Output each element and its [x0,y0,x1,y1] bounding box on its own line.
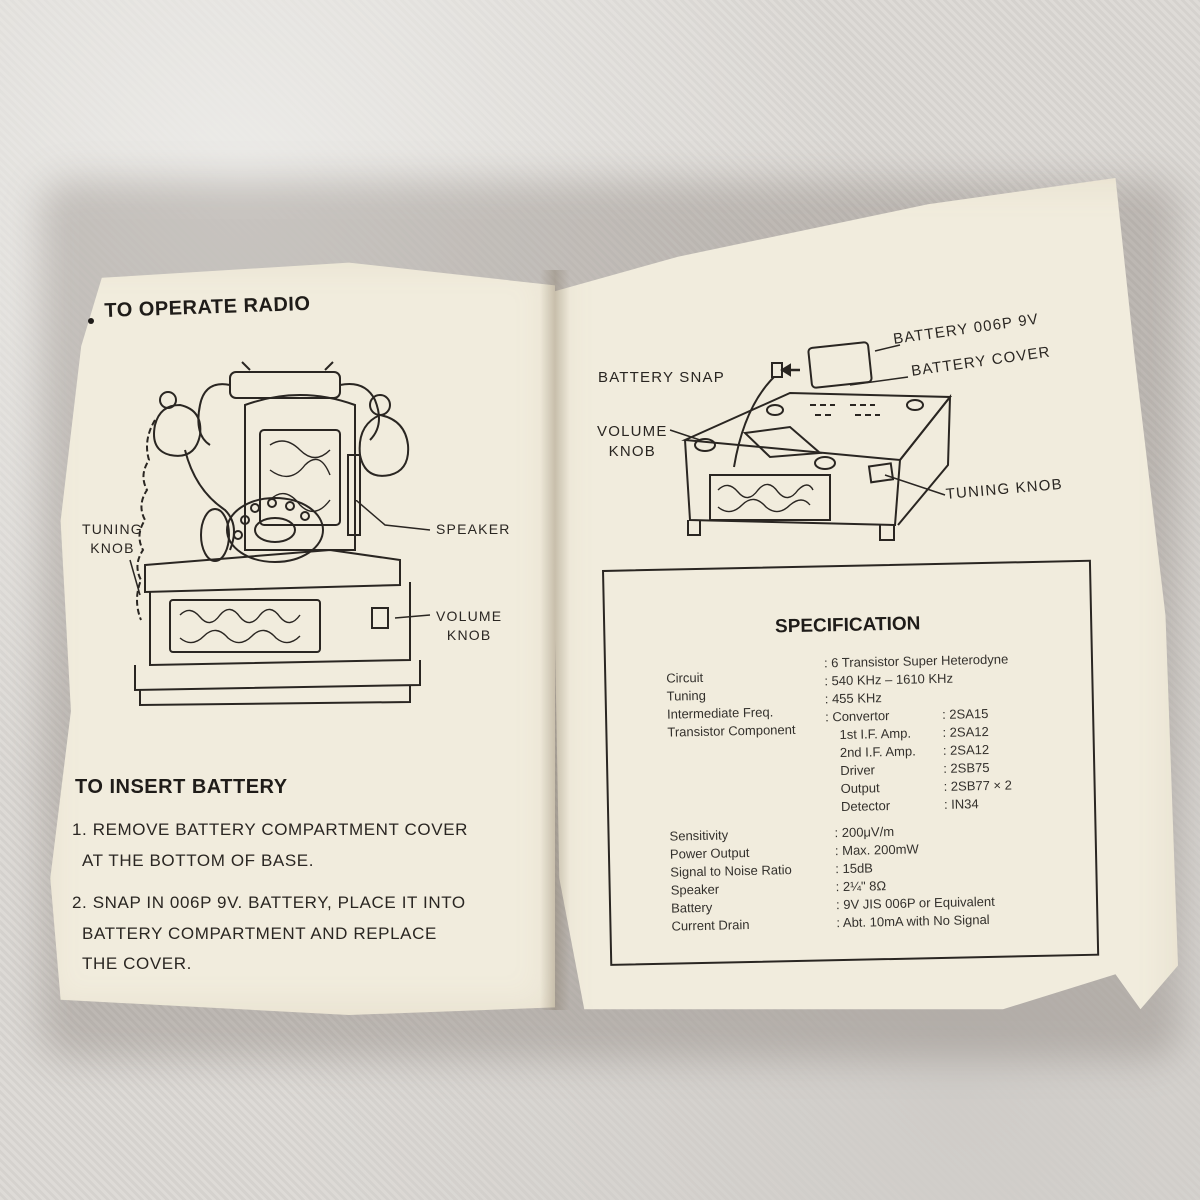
step-line: BATTERY COMPARTMENT AND REPLACE [82,923,437,943]
spec-key: Battery [670,899,713,916]
left-page [50,262,555,1015]
spec-value: : 540 KHz – 1610 KHz [824,670,954,689]
component-name: Detector [840,798,891,815]
label-line: KNOB [446,626,492,643]
label-line: VOLUME [436,608,503,624]
step-line: 1. REMOVE BATTERY COMPARTMENT COVER [72,820,469,839]
step-line: THE COVER. [82,954,192,974]
component-part: : 2SB75 [943,759,990,776]
step-line: AT THE BOTTOM OF BASE. [82,850,315,870]
spec-key: Sensitivity [669,827,729,844]
battery-step-1: 1. REMOVE BATTERY COMPARTMENT COVER AT T… [72,815,468,876]
telephone-radio-illustration [134,361,421,707]
component-part: : 2SA12 [942,741,990,758]
step-line: 2. SNAP IN 006P 9V. BATTERY, PLACE IT IN… [72,893,466,912]
booklet-spine [540,270,570,1010]
spec-key: Current Drain [671,916,750,934]
label-volume-knob-left: VOLUME KNOB [436,607,502,645]
spec-key: Power Output [669,844,750,862]
component-part: : 2SB77 × 2 [943,777,1013,794]
label-line: VOLUME [597,423,668,440]
spec-value: : 6 Transistor Super Heterodyne [823,651,1009,671]
label-speaker: SPEAKER [436,521,511,537]
radio-base-illustration [669,341,953,541]
battery-step-2: 2. SNAP IN 006P 9V. BATTERY, PLACE IT IN… [72,888,466,980]
spec-value: : Max. 200mW [834,841,919,859]
bullet-dot [88,318,94,324]
spec-value: : Abt. 10mA with No Signal [836,911,990,931]
spec-key: Signal to Noise Ratio [670,862,792,880]
spec-key: Circuit [666,669,704,686]
spec-key: Transistor Component [667,721,796,740]
spec-value: : 9V JIS 006P or Equivalent [835,893,995,913]
component-name: 2nd I.F. Amp. [839,743,916,761]
spec-value: : 2¼" 8Ω [835,878,887,895]
label-line: TUNING [82,521,143,537]
right-page [553,178,1178,1010]
label-tuning-knob-left: TUNING KNOB [82,520,143,558]
component-name: Driver [840,762,876,779]
component-part: : 2SA15 [941,705,989,722]
spec-value: : 455 KHz [824,690,882,707]
spec-value: : 15dB [835,860,874,877]
spec-key: Tuning [666,687,707,704]
component-part: : 2SA12 [942,723,989,740]
spec-value: : 200μV/m [834,823,895,841]
label-line: KNOB [90,539,135,556]
spec-value: : Convertor [824,708,890,725]
component-part: : IN34 [943,796,979,812]
spec-key: Intermediate Freq. [666,704,774,722]
heading-insert-battery: TO INSERT BATTERY [75,776,288,798]
component-name: Output [840,780,880,797]
component-name: 1st I.F. Amp. [839,725,912,743]
label-line: KNOB [608,443,656,461]
spec-title: SPECIFICATION [774,613,921,638]
label-battery-snap: BATTERY SNAP [598,369,725,386]
specification-box: SPECIFICATION Circuit : 6 Transistor Sup… [602,559,1100,966]
left-leader-lines [129,500,431,619]
label-volume-knob-right: VOLUME KNOB [597,422,668,463]
spec-key: Speaker [670,881,720,898]
